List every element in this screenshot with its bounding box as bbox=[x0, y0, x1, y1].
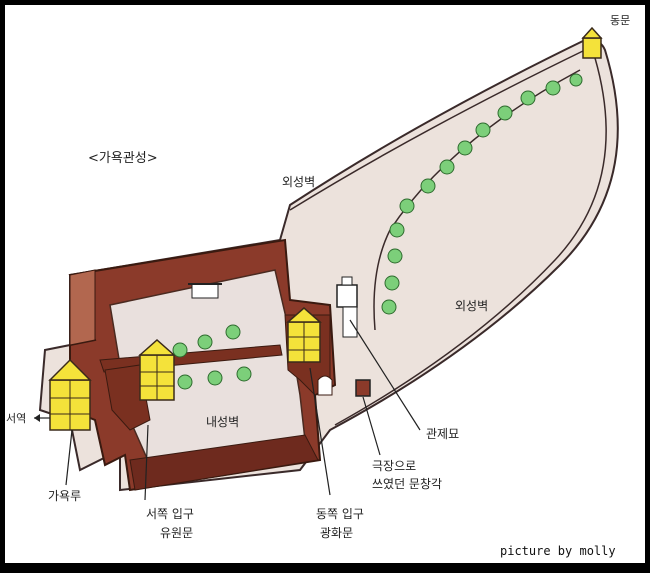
title: <가욕관성> bbox=[88, 151, 158, 166]
label-east-entry-line1: 동쪽 입구 bbox=[316, 507, 364, 521]
tree-icon bbox=[457, 140, 473, 156]
label-wenchang-line1: 극장으로 bbox=[372, 459, 416, 473]
west-arrow-icon bbox=[34, 414, 50, 422]
label-outer-wall-right: 외성벽 bbox=[455, 299, 488, 313]
outer-wall-top-edge bbox=[289, 49, 586, 211]
trees bbox=[172, 73, 583, 390]
tree-icon bbox=[497, 105, 513, 121]
wenchang-pavilion-icon bbox=[355, 379, 371, 397]
label-west-gate-line1: 서쪽 입구 bbox=[146, 507, 194, 521]
tree-icon bbox=[225, 324, 241, 340]
tree-icon bbox=[475, 122, 491, 138]
label-west-station: 서역 bbox=[6, 412, 26, 425]
tree-icon bbox=[520, 90, 536, 106]
inner-diagonal-wall bbox=[373, 69, 581, 331]
east-gate-arch bbox=[317, 375, 333, 396]
west-inner-block bbox=[104, 364, 151, 431]
west-wall-face bbox=[69, 269, 96, 346]
tree-icon bbox=[420, 178, 436, 194]
tree-icon bbox=[236, 366, 252, 382]
label-wenchang-line2: 쓰였던 문창각 bbox=[372, 477, 442, 491]
east-inner-gate-tower-icon bbox=[286, 307, 322, 363]
tree-icon bbox=[439, 159, 455, 175]
west-inner-gate-tower-icon bbox=[138, 338, 176, 401]
guandi-temple-icon bbox=[336, 276, 358, 338]
label-west-gate-line2: 유원문 bbox=[160, 526, 193, 540]
tree-icon bbox=[569, 73, 583, 87]
tree-icon bbox=[207, 370, 223, 386]
leader-lines bbox=[65, 319, 421, 501]
credit: picture by molly bbox=[500, 544, 616, 558]
label-east-entry-line2: 광화문 bbox=[320, 526, 353, 540]
tree-icon bbox=[389, 222, 405, 238]
label-outer-wall-top: 외성벽 bbox=[282, 175, 315, 189]
label-jiayu-tower: 가욕루 bbox=[48, 489, 81, 503]
label-guandi-temple: 관제묘 bbox=[426, 427, 459, 441]
tree-icon bbox=[381, 299, 397, 315]
label-east-gate: 동문 bbox=[610, 14, 630, 27]
tree-icon bbox=[399, 198, 415, 214]
tree-icon bbox=[177, 374, 193, 390]
tree-icon bbox=[545, 80, 561, 96]
outer-wall-right-edge bbox=[334, 57, 607, 426]
tree-icon bbox=[387, 248, 403, 264]
south-wall bbox=[129, 434, 319, 491]
east-gate-tower-icon bbox=[581, 26, 603, 59]
label-inner-wall: 내성벽 bbox=[206, 415, 239, 429]
tree-icon bbox=[172, 342, 188, 358]
north-wall-pavilion-icon bbox=[188, 283, 222, 299]
tree-icon bbox=[384, 275, 400, 291]
tree-icon bbox=[197, 334, 213, 350]
jiayu-tower-icon bbox=[48, 358, 92, 431]
